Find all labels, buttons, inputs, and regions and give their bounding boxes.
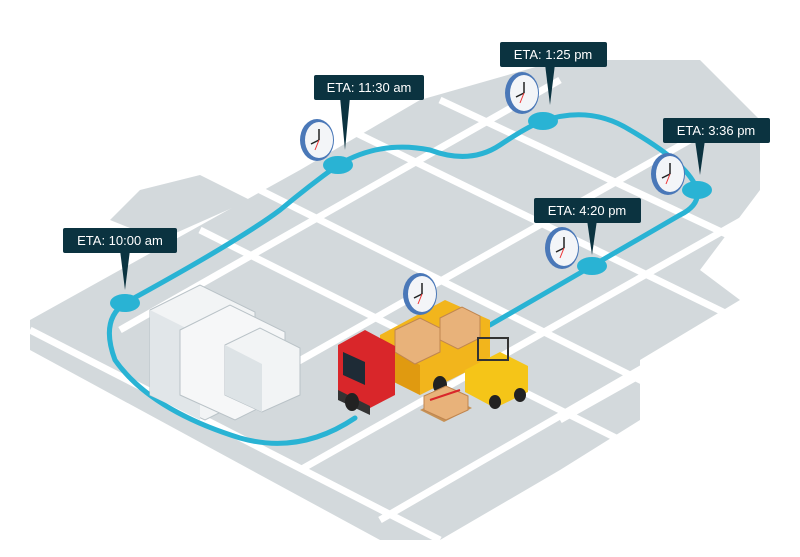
stop-dot-1 (110, 294, 140, 312)
stop-dot-3 (528, 112, 558, 130)
eta-marker-2: ETA: 11:30 am (300, 75, 424, 161)
forklift (465, 337, 528, 409)
eta-marker-1: ETA: 10:00 am (63, 228, 177, 290)
clock-icon (651, 153, 685, 195)
eta-label-5: ETA: 4:20 pm (548, 203, 627, 218)
stop-dot-2 (323, 156, 353, 174)
delivery-truck (338, 300, 490, 415)
warehouse-buildings (149, 284, 301, 421)
eta-label-3: ETA: 1:25 pm (514, 47, 593, 62)
stop-dot-4 (682, 181, 712, 199)
streets (28, 76, 762, 544)
eta-label-2: ETA: 11:30 am (327, 80, 412, 95)
clock-icon (403, 273, 437, 315)
pallet-boxes (420, 385, 472, 422)
clock-icon (545, 227, 579, 269)
route-stops (110, 112, 712, 312)
clock-icon (505, 72, 539, 114)
eta-marker-3: ETA: 1:25 pm (500, 42, 607, 114)
eta-marker-4: ETA: 3:36 pm (651, 118, 770, 195)
eta-marker-5: ETA: 4:20 pm (534, 198, 641, 269)
stop-dot-5 (577, 257, 607, 275)
eta-label-1: ETA: 10:00 am (77, 233, 163, 248)
eta-label-box (63, 228, 177, 253)
eta-label-4: ETA: 3:36 pm (677, 123, 756, 138)
city-map (30, 60, 760, 540)
clock-icon (300, 119, 334, 161)
